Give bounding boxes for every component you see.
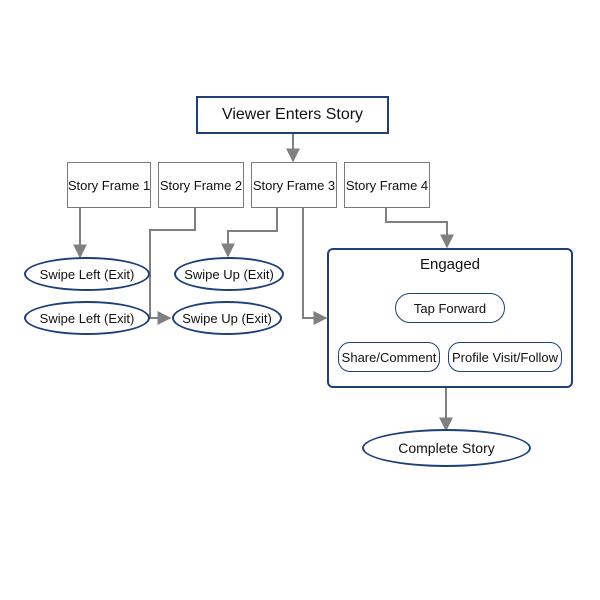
engaged-title: Engaged: [419, 256, 481, 273]
arrow-frame3-to-engaged: [302, 208, 328, 325]
share-comment-node: Share/Comment: [338, 342, 440, 372]
arrow-frame3-to-swipe-up: [221, 208, 278, 258]
story-frame-1-node: Story Frame 1: [67, 162, 151, 208]
swipe-up-exit-node: Swipe Up (Exit): [172, 301, 282, 335]
story-frame-4-node: Story Frame 4: [344, 162, 430, 208]
story-frame-2-node: Story Frame 2: [158, 162, 244, 208]
arrow-frame2-to-swipe-up: [149, 208, 196, 325]
swipe-up-exit-node: Swipe Up (Exit): [174, 257, 284, 291]
viewer-enters-story-node: Viewer Enters Story: [196, 96, 389, 134]
complete-story-node: Complete Story: [362, 429, 531, 467]
swipe-left-exit-node: Swipe Left (Exit): [24, 257, 150, 291]
arrow-frame4-to-engaged: [385, 208, 454, 249]
tap-forward-node: Tap Forward: [395, 293, 505, 323]
engaged-group: [327, 248, 573, 388]
swipe-left-exit-node: Swipe Left (Exit): [24, 301, 150, 335]
profile-visit-follow-node: Profile Visit/Follow: [448, 342, 562, 372]
story-frame-3-node: Story Frame 3: [251, 162, 337, 208]
